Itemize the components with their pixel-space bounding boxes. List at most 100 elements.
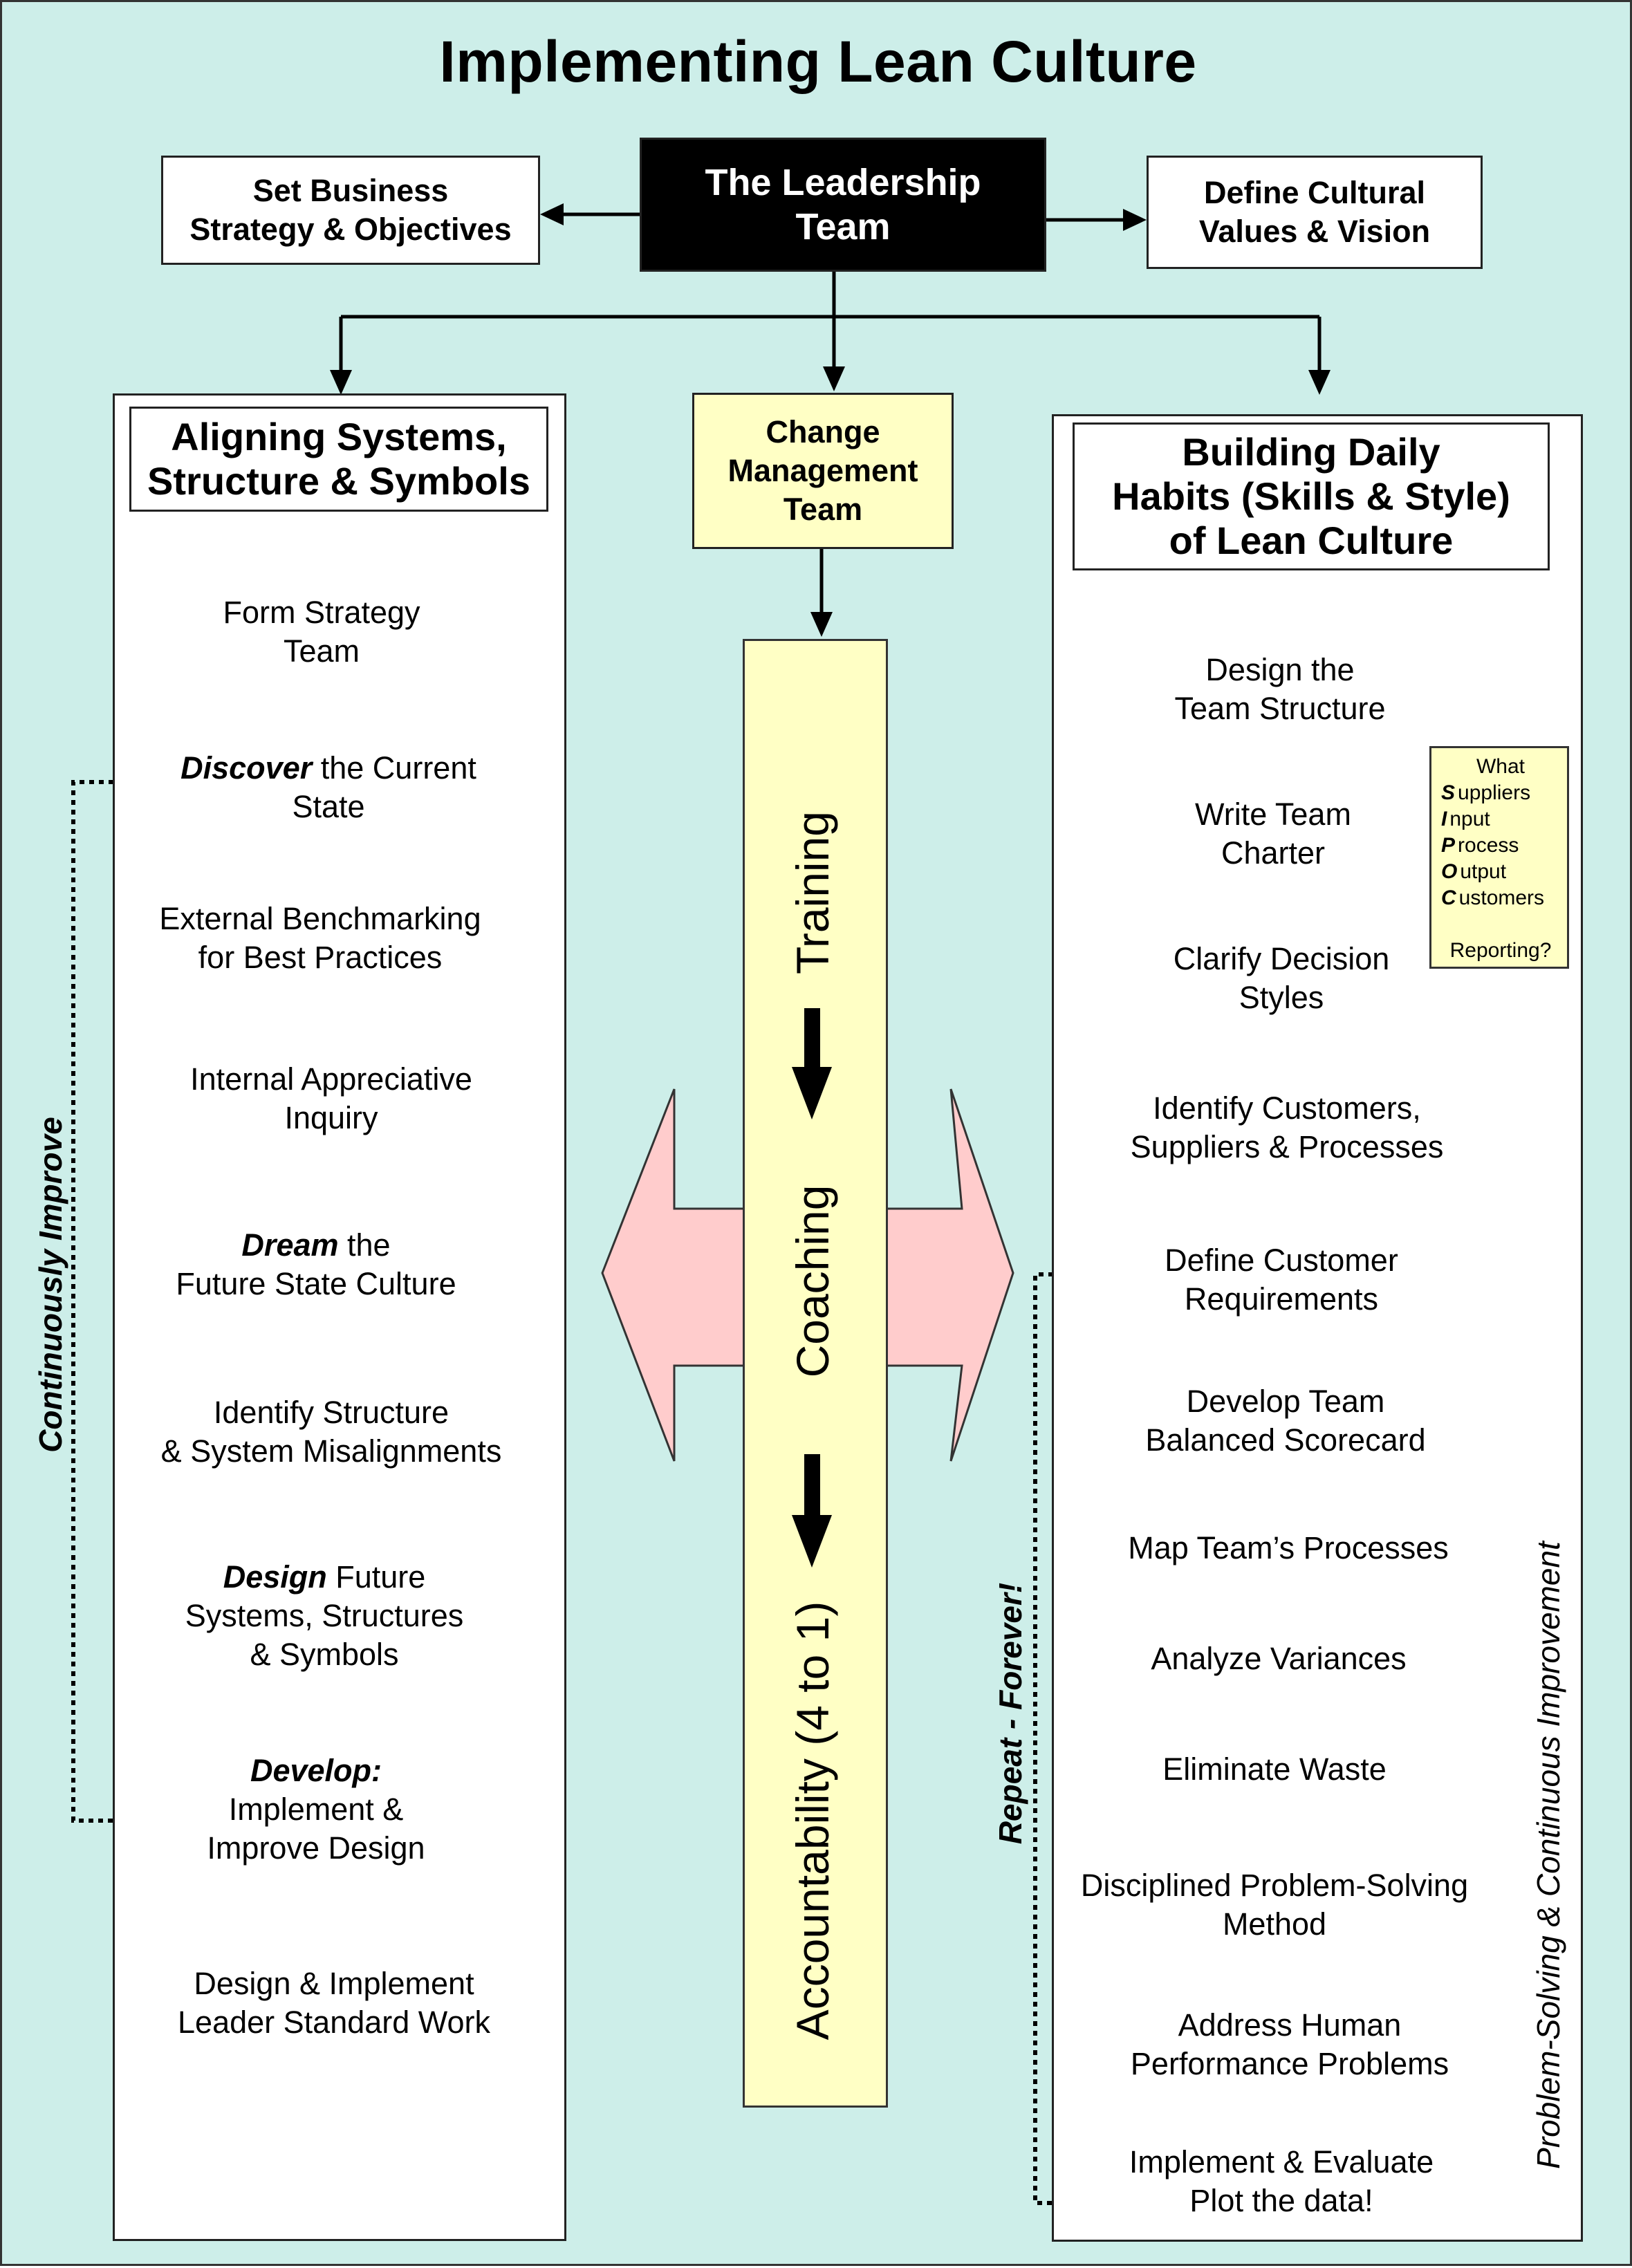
repeat-forever-label: Repeat - Forever! — [992, 1582, 1028, 1845]
step-text: Improve Design — [207, 1830, 425, 1866]
leadership-line-1: The Leadership — [705, 162, 981, 203]
values-line-1: Define Cultural — [1203, 175, 1426, 210]
step-text: Implement & Evaluate — [1129, 2144, 1434, 2179]
arrow-to-change-mgmt — [823, 366, 845, 391]
arrow-to-strategy — [540, 203, 564, 225]
training-coaching-accountability-bar — [743, 639, 888, 2108]
step-text: the — [338, 1227, 391, 1263]
step-identify-misalignments: Identify Structure& System Misalignments — [161, 1393, 502, 1471]
step-text: Disciplined Problem-Solving — [1080, 1868, 1469, 1903]
coaching-to-accountability-arrow — [792, 1454, 832, 1568]
step-text: Styles — [1239, 980, 1324, 1015]
step-develop-implement: Develop: Implement &Improve Design — [207, 1751, 425, 1868]
left-panel-heading: Aligning Systems,Structure & Symbols — [129, 407, 548, 512]
step-map-team-processes: Map Team’s Processes — [1128, 1530, 1449, 1565]
continuously-improve-loop — [71, 780, 132, 1823]
step-emphasis: Design — [223, 1559, 327, 1595]
step-external-benchmarking: External Benchmarking for Best Practices — [159, 900, 481, 977]
step-text: Write Team — [1195, 797, 1351, 832]
step-text: Clarify Decision — [1173, 941, 1390, 976]
step-text: Internal Appreciative — [190, 1061, 472, 1097]
step-text: Plot the data! — [1189, 2183, 1373, 2218]
sipoc-word: utput — [1460, 860, 1507, 883]
step-text: Performance Problems — [1130, 2046, 1449, 2081]
sipoc-word: nput — [1449, 808, 1490, 830]
step-text: Future State Culture — [176, 1266, 456, 1301]
sipoc-header: What — [1476, 755, 1526, 778]
arrow-to-right-panel — [1308, 370, 1330, 395]
strategy-line-1: Set Business — [252, 173, 449, 208]
right-heading-line-3: of Lean Culture — [1169, 519, 1454, 562]
sipoc-word: ustomers — [1458, 886, 1545, 909]
step-text: State — [292, 789, 365, 824]
step-text: Systems, Structures — [185, 1598, 464, 1633]
page-title: Implementing Lean Culture — [439, 29, 1197, 94]
step-text: Charter — [1221, 835, 1326, 871]
step-text: Design & Implement — [194, 1966, 474, 2001]
leadership-line-2: Team — [795, 206, 891, 248]
step-text: Team — [283, 633, 360, 669]
step-text: Design the — [1205, 652, 1355, 687]
sipoc-letter: S — [1441, 781, 1456, 804]
values-line-2: Values & Vision — [1198, 214, 1431, 249]
step-text: Form Strategy — [223, 595, 420, 630]
left-panel — [113, 393, 566, 2241]
arrow-to-values — [1123, 209, 1147, 231]
training-to-coaching-arrow — [792, 1008, 832, 1119]
problem-solving-cycle-label: Problem-Solving & Continuous Improvement — [1530, 1541, 1566, 2169]
sipoc-letter: P — [1441, 834, 1456, 857]
step-analyze-variances: Analyze Variances — [1151, 1641, 1407, 1676]
sipoc-letter: I — [1441, 808, 1447, 830]
sipoc-letter: O — [1441, 860, 1458, 883]
step-eliminate-waste: Eliminate Waste — [1162, 1751, 1387, 1787]
step-text: Requirements — [1184, 1281, 1379, 1317]
step-text: Address Human — [1178, 2007, 1402, 2043]
step-text: for Best Practices — [198, 940, 443, 975]
step-text: Method — [1222, 1906, 1327, 1942]
arrow-to-training-bar — [810, 612, 833, 637]
arrow-to-left-panel — [330, 370, 352, 395]
cm-line-3: Team — [783, 492, 863, 527]
step-text: Leader Standard Work — [178, 2005, 490, 2040]
step-text: Identify Structure — [213, 1395, 449, 1430]
step-text: Future — [326, 1559, 426, 1595]
step-text: & System Misalignments — [160, 1433, 502, 1469]
step-text: Implement & — [228, 1792, 404, 1827]
step-text: Balanced Scorecard — [1145, 1422, 1426, 1458]
step-emphasis: Develop: — [250, 1753, 382, 1788]
cm-line-1: Change — [766, 414, 880, 449]
cm-line-2: Management — [727, 453, 918, 488]
sipoc-word: rocess — [1458, 834, 1519, 857]
sipoc-footer: Reporting? — [1449, 939, 1552, 962]
step-identify-customers: Identify Customers,Suppliers & Processes — [1131, 1089, 1444, 1166]
right-heading-line-1: Building Daily — [1182, 430, 1440, 474]
step-text: & Symbols — [250, 1637, 399, 1672]
step-text: Define Customer — [1165, 1243, 1398, 1278]
step-text: External Benchmarking — [159, 901, 481, 936]
step-text: Identify Customers, — [1153, 1090, 1421, 1126]
step-text: Suppliers & Processes — [1130, 1129, 1444, 1164]
left-heading-line-2: Structure & Symbols — [147, 459, 530, 503]
sipoc-word: uppliers — [1458, 781, 1531, 804]
